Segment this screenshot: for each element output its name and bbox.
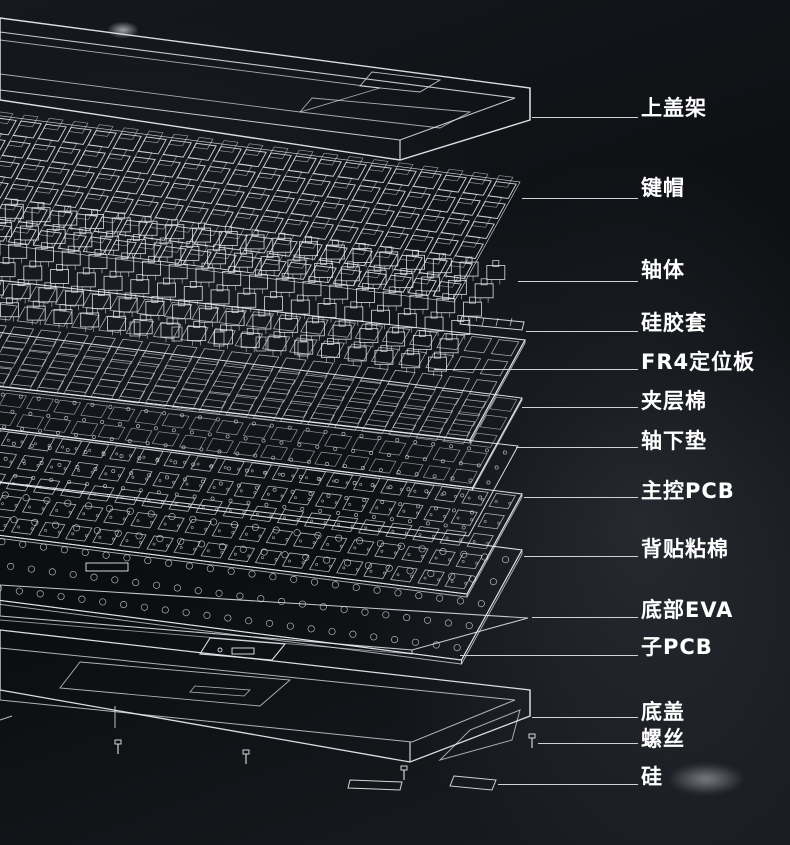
leader-line <box>532 717 638 718</box>
label-bottom-case: 底盖 <box>641 700 685 724</box>
sub-pcb-layer <box>199 637 287 661</box>
bottom-case-layer <box>0 629 531 763</box>
silicone-feet-layer <box>347 775 497 791</box>
blurred-label-region <box>670 764 742 794</box>
top-case-layer <box>0 17 531 161</box>
main-pcb-layer <box>0 427 523 598</box>
bottom-eva-layer <box>0 584 529 655</box>
label-top-case: 上盖架 <box>641 96 707 120</box>
label-main-pcb: 主控PCB <box>641 479 735 503</box>
silicone-sleeve-layer <box>129 315 525 357</box>
leader-line <box>518 281 638 282</box>
back-foam-layer <box>0 482 523 665</box>
keycaps-layer <box>0 111 521 303</box>
screws-layer <box>114 733 536 780</box>
switches-layer <box>0 198 506 377</box>
leader-line <box>524 556 638 557</box>
label-sub-pcb: 子PCB <box>641 635 713 659</box>
label-silicone-sleeve: 硅胶套 <box>641 311 707 335</box>
leader-line <box>538 743 638 744</box>
label-keycaps: 键帽 <box>641 176 685 200</box>
blurred-spot <box>108 22 138 38</box>
leader-line <box>460 655 638 656</box>
label-screws: 螺丝 <box>641 727 685 751</box>
leader-line <box>522 198 638 199</box>
label-fr4-plate: FR4定位板 <box>641 350 756 374</box>
label-bottom-eva: 底部EVA <box>641 598 734 622</box>
leader-line <box>516 447 638 448</box>
leader-line <box>498 784 638 785</box>
leader-line <box>532 117 638 118</box>
label-switches: 轴体 <box>641 258 685 282</box>
label-back-foam: 背贴粘棉 <box>641 537 729 561</box>
leader-line <box>532 617 638 618</box>
label-switch-pad: 轴下垫 <box>641 429 707 453</box>
leader-line <box>522 407 638 408</box>
leader-line <box>524 497 638 498</box>
leader-line <box>526 331 638 332</box>
leader-line <box>434 369 638 370</box>
switch-pad-layer <box>0 385 519 537</box>
label-silicone-feet: 硅 <box>641 765 663 789</box>
label-sandwich-foam: 夹层棉 <box>641 389 707 413</box>
